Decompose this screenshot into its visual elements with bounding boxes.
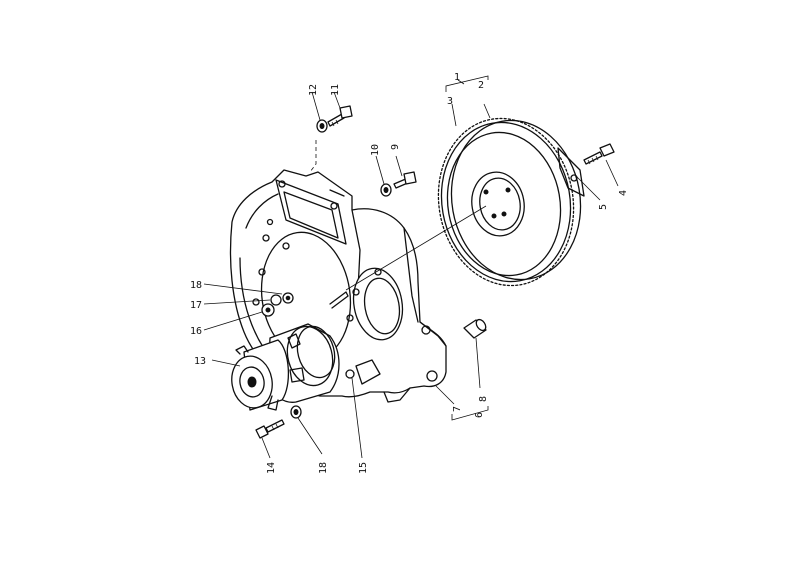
label-12: 12: [308, 84, 319, 96]
starter-motor: [231, 323, 340, 411]
washer-12: [316, 119, 328, 133]
label-11: 11: [330, 84, 341, 96]
label-6: 6: [474, 412, 485, 418]
label-13: 13: [194, 356, 206, 367]
washer-18-upper: [282, 292, 294, 304]
label-8: 8: [478, 396, 489, 402]
label-10: 10: [370, 144, 381, 156]
label-7: 7: [452, 406, 463, 412]
leader-lines: [203, 75, 619, 459]
bolt-4: [583, 143, 615, 165]
label-14: 14: [266, 462, 277, 474]
label-4: 4: [618, 190, 629, 196]
washer-18-lower: [290, 405, 302, 419]
label-9: 9: [390, 144, 401, 150]
label-5: 5: [598, 204, 609, 210]
washer-17: [270, 294, 282, 306]
label-17: 17: [190, 300, 202, 311]
label-18-lower: 18: [318, 462, 329, 474]
nut-16: [261, 303, 275, 317]
label-18-upper: 18: [190, 280, 202, 291]
label-3: 3: [447, 96, 453, 107]
label-1: 1: [454, 72, 460, 83]
label-16: 16: [190, 326, 202, 337]
bolt-9: [393, 171, 417, 189]
bolt-14: [255, 419, 285, 439]
label-15: 15: [358, 462, 369, 474]
dowel-pin-8: [463, 318, 487, 339]
label-2: 2: [478, 80, 484, 91]
flywheel: [437, 117, 585, 287]
bolt-11: [327, 105, 353, 127]
washer-10: [380, 183, 392, 197]
part-labels: 1 2 3 4 5 6 7 8 9 10 11 12 13 14 15 16 1…: [190, 72, 629, 474]
